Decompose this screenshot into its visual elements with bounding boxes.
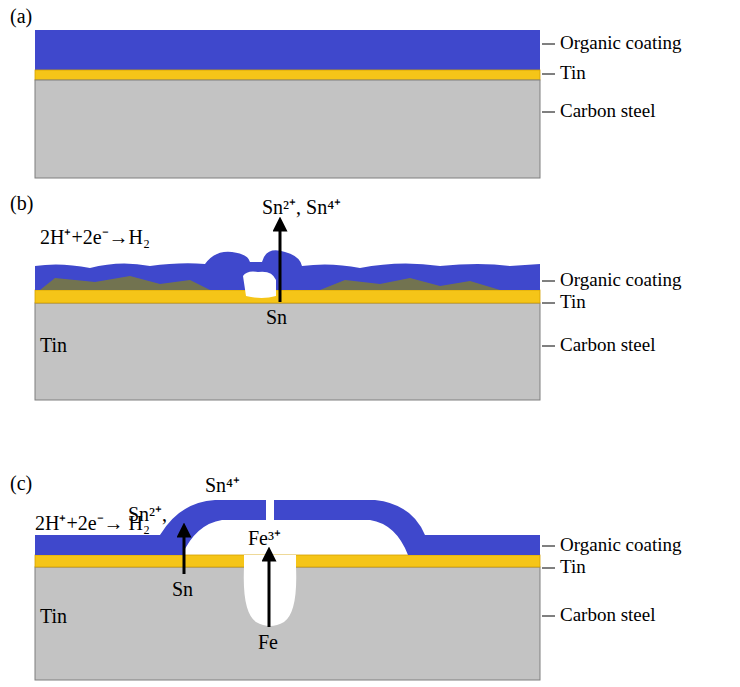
leader-line (542, 568, 555, 569)
corrosion-patch (320, 278, 500, 290)
dissolution-arrow (183, 530, 186, 574)
leader-line (542, 616, 555, 617)
layer-label: Tin (560, 63, 586, 84)
reaction-label: 2H⁺+2e⁻→ H₂ (35, 512, 150, 534)
metal-label: Fe (258, 631, 278, 653)
panel-letter: (b) (10, 192, 33, 214)
metal-label: Sn (172, 578, 193, 600)
layer-label: Organic coating (560, 535, 682, 556)
layer-label: Tin (560, 292, 586, 313)
panel-letter: (a) (10, 5, 32, 27)
tin-layer (35, 70, 540, 80)
ion-label: Fe³⁺ (248, 527, 281, 549)
ion-label: Sn²⁺, Sn⁴⁺ (262, 196, 341, 218)
leader-line (542, 546, 555, 547)
layer-label: Organic coating (560, 270, 682, 291)
leader-line (542, 112, 555, 113)
metal-label: Sn (266, 306, 287, 328)
layer-label: Carbon steel (560, 335, 656, 356)
layer-label: Tin (40, 605, 67, 627)
panel-a (35, 30, 555, 178)
coating-defect (243, 272, 276, 299)
coating-edge (175, 545, 183, 555)
leader-line (542, 44, 555, 45)
leader-line (542, 281, 555, 282)
layer-label: Organic coating (560, 33, 682, 54)
ion-label: Sn⁴⁺ (205, 474, 240, 496)
steel-layer (35, 303, 540, 400)
layer-label: Carbon steel (560, 101, 656, 122)
coating-crack (266, 498, 274, 522)
panel-c (35, 498, 555, 680)
coating-layer (35, 30, 540, 70)
tin-layer (35, 290, 540, 303)
panel-letter: (c) (10, 472, 32, 494)
damaged-coating (35, 250, 540, 290)
layer-label: Tin (40, 334, 67, 356)
dissolution-arrow (268, 554, 271, 627)
steel-layer (35, 80, 540, 178)
layer-label: Carbon steel (560, 605, 656, 626)
leader-line (542, 74, 555, 75)
dissolution-arrow (279, 224, 282, 302)
blistered-coating (35, 500, 540, 555)
leader-line (542, 346, 555, 347)
corrosion-patch (40, 276, 210, 290)
layer-label: Tin (560, 557, 586, 578)
corrosion-pit (244, 555, 297, 626)
panel-b (35, 224, 555, 400)
reaction-label: 2H⁺+2e⁻→H₂ (40, 226, 150, 248)
leader-line (542, 303, 555, 304)
